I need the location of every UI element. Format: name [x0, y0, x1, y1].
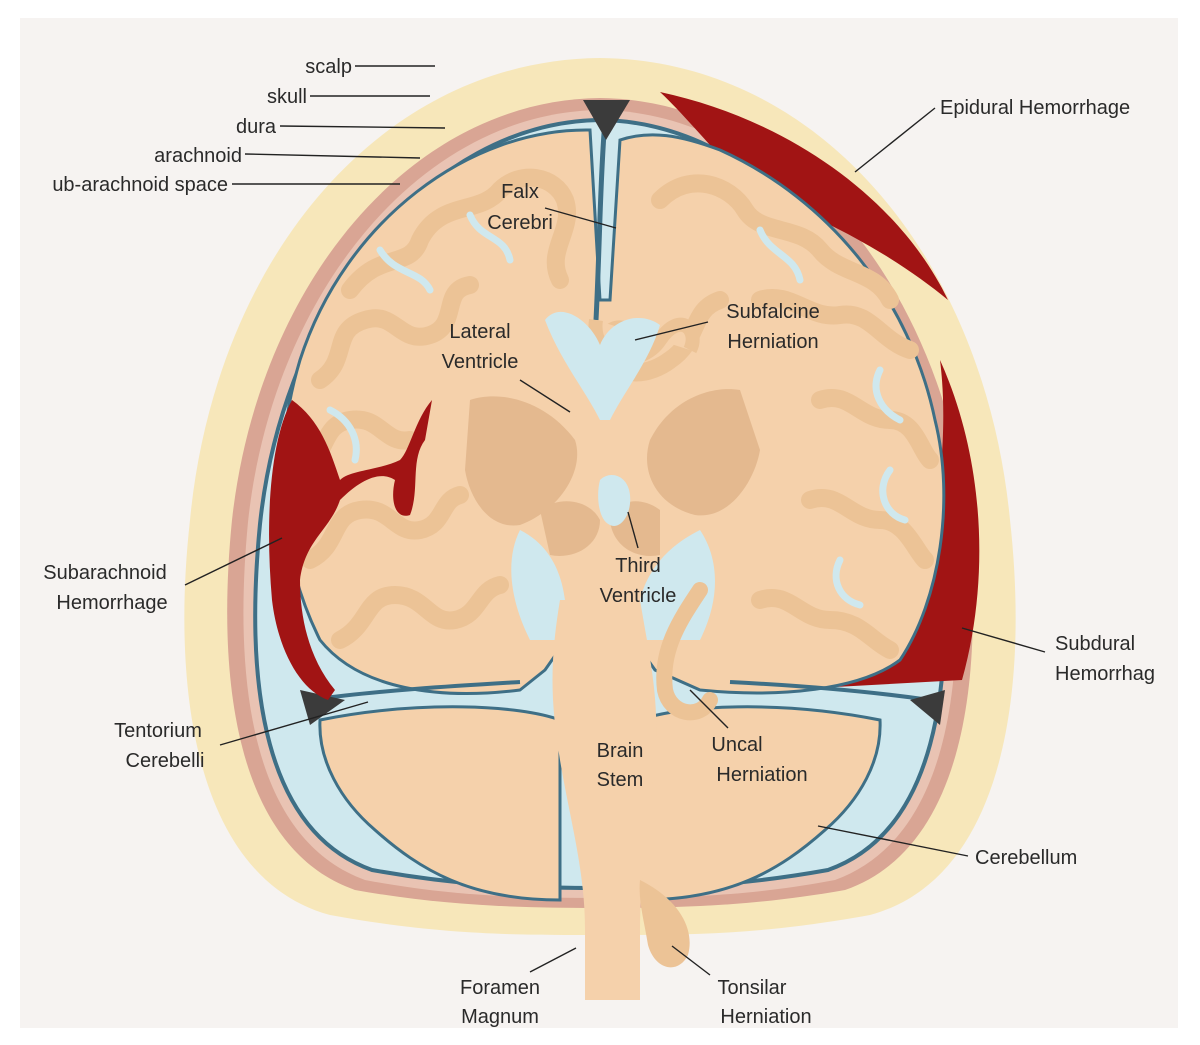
label-third-ventricle-2: Ventricle [600, 585, 677, 607]
label-uncal-2: Herniation [716, 764, 807, 786]
leader-tonsilar [671, 945, 711, 976]
deep-nucleus-right [647, 389, 760, 516]
leader-subdural [961, 627, 1046, 653]
diagram-frame: scalp skull dura arachnoid ub-arachnoid … [20, 18, 1178, 1028]
label-tentorium-2: Cerebelli [126, 750, 205, 772]
label-lateral-ventricle-1: Lateral [449, 321, 510, 343]
leader-falx [544, 207, 617, 229]
brain-stem [552, 600, 657, 1000]
label-foramen-2: Magnum [461, 1006, 539, 1028]
label-dura: dura [236, 116, 277, 138]
label-subfalcine-2: Herniation [727, 331, 818, 353]
label-arachnoid: arachnoid [154, 145, 242, 167]
subdural-hemorrhage [780, 360, 980, 690]
sulci [326, 211, 909, 609]
label-brain-stem-1: Brain [597, 740, 644, 762]
label-subarachnoid-space: ub-arachnoid space [52, 174, 228, 196]
leader-lateral-ventricle [519, 379, 571, 413]
label-subdural-2: Hemorrhag [1055, 663, 1155, 685]
leader-epidural [854, 107, 936, 173]
tentorium-sinus-right [910, 690, 945, 725]
leader-cerebellum [817, 825, 969, 857]
label-skull: skull [267, 86, 307, 108]
label-uncal-1: Uncal [711, 734, 762, 756]
label-tonsilar-1: Tonsilar [718, 977, 787, 999]
leader-dura [279, 125, 446, 129]
leader-subfalcine [634, 321, 709, 341]
leader-tentorium [219, 701, 369, 746]
label-lateral-ventricle-2: Ventricle [442, 351, 519, 373]
epidural-hemorrhage [660, 92, 948, 300]
leader-lines [184, 65, 1046, 976]
brain-hemorrhage-diagram: scalp skull dura arachnoid ub-arachnoid … [43, 56, 1155, 1028]
leader-foramen [529, 947, 577, 973]
tentorium-cerebelli [309, 680, 931, 702]
label-cerebellum: Cerebellum [975, 847, 1077, 869]
falx-cerebri [593, 119, 608, 321]
label-subarachnoid-hemorrhage-1: Subarachnoid [43, 562, 166, 584]
leader-uncal [689, 689, 729, 729]
label-epidural-hemorrhage: Epidural Hemorrhage [940, 97, 1130, 119]
deep-nucleus-left [465, 396, 578, 526]
leader-subarachnoid-hemorrhage [184, 537, 283, 586]
label-subdural-1: Subdural [1055, 633, 1135, 655]
label-foramen-1: Foramen [460, 977, 540, 999]
label-subarachnoid-hemorrhage-2: Hemorrhage [56, 592, 167, 614]
label-falx-1: Falx [501, 181, 539, 203]
third-ventricle [598, 475, 631, 526]
superior-sagittal-sinus [583, 100, 630, 140]
label-tonsilar-2: Herniation [720, 1006, 811, 1028]
label-tentorium-1: Tentorium [114, 720, 202, 742]
thalamus-left [540, 501, 600, 556]
label-subfalcine-1: Subfalcine [726, 301, 819, 323]
subarachnoid-hemorrhage [269, 400, 432, 700]
label-brain-stem-2: Stem [597, 769, 644, 791]
label-falx-2: Cerebri [487, 212, 553, 234]
label-third-ventricle-1: Third [615, 555, 661, 577]
tonsilar-herniation [639, 880, 690, 968]
label-scalp: scalp [305, 56, 352, 78]
cerebellum [318, 705, 882, 902]
lateral-ventricle [545, 311, 660, 420]
uncal-herniation [656, 582, 718, 721]
tentorium-sinus-left [300, 690, 345, 725]
leader-third-ventricle [627, 511, 639, 549]
leader-arachnoid [244, 153, 421, 159]
